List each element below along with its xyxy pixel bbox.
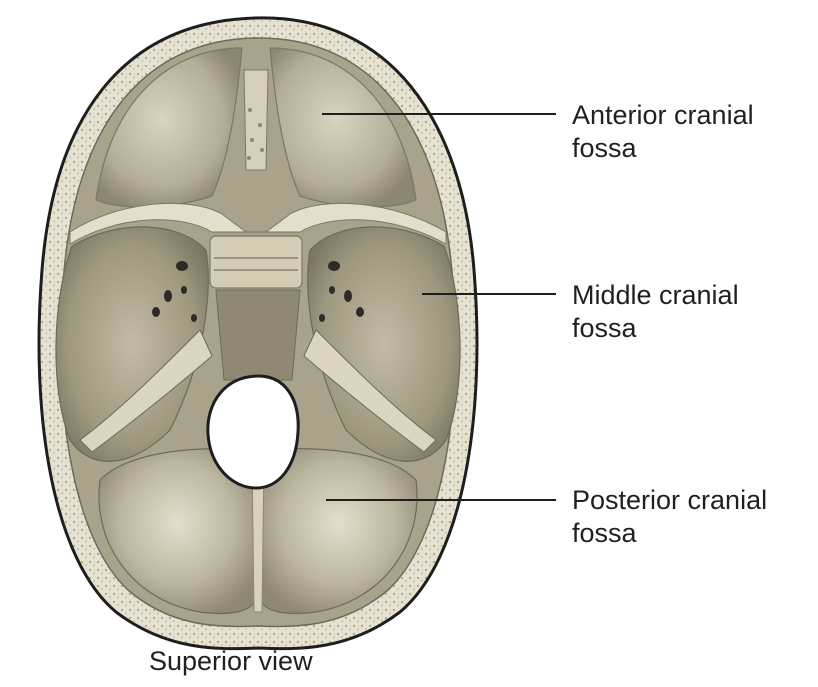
label-middle-line2: fossa xyxy=(572,312,739,345)
sella-turcica xyxy=(210,236,302,288)
label-anterior-cranial-fossa: Anterior cranial fossa xyxy=(572,99,754,165)
crista-galli xyxy=(244,70,268,170)
label-posterior-line1: Posterior cranial xyxy=(572,484,767,517)
label-middle-cranial-fossa: Middle cranial fossa xyxy=(572,279,739,345)
label-posterior-line2: fossa xyxy=(572,517,767,550)
clivus xyxy=(216,290,300,380)
label-posterior-cranial-fossa: Posterior cranial fossa xyxy=(572,484,767,550)
label-anterior-line1: Anterior cranial xyxy=(572,99,754,132)
label-middle-line1: Middle cranial xyxy=(572,279,739,312)
foramen-magnum xyxy=(208,376,298,488)
caption-superior-view: Superior view xyxy=(149,646,313,677)
label-anterior-line2: fossa xyxy=(572,132,754,165)
